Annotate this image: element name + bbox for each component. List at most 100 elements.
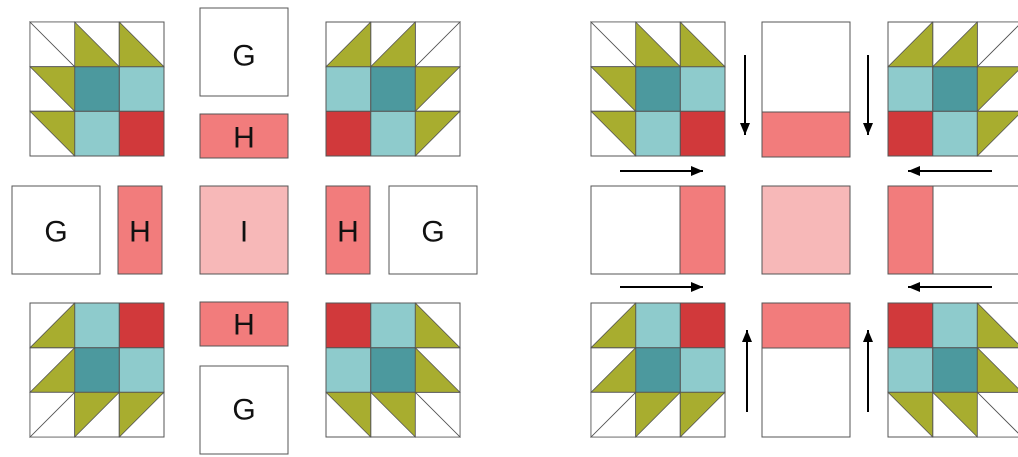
- unit-bottom-g: [761, 347, 851, 438]
- block-red: [679, 110, 726, 157]
- hst-olive: [414, 110, 461, 157]
- unit-right-g: [932, 185, 1018, 275]
- block-center: [370, 347, 416, 393]
- hst-white: [976, 391, 1018, 438]
- block-red: [118, 302, 165, 349]
- block-center: [74, 66, 120, 112]
- hst-olive: [74, 391, 121, 438]
- hst-olive: [29, 66, 76, 113]
- unit-top-g: [761, 21, 851, 113]
- block-red: [325, 110, 372, 157]
- hst-olive: [635, 391, 682, 438]
- arrow-head: [863, 123, 873, 135]
- hst-olive: [414, 346, 461, 393]
- hst-white: [29, 21, 76, 68]
- label-g-bottom: G: [232, 394, 255, 427]
- block-teal: [370, 302, 416, 349]
- hst-olive: [590, 302, 637, 349]
- block-teal: [635, 302, 681, 349]
- hst-olive: [976, 302, 1018, 349]
- press-arrow-down-right: [863, 55, 873, 135]
- block-teal: [118, 347, 165, 393]
- quilt-block-bottom-left: [29, 302, 165, 438]
- block-teal: [325, 66, 372, 112]
- label-h-top: H: [233, 122, 255, 155]
- arrow-head: [691, 166, 703, 176]
- block-teal: [74, 302, 120, 349]
- hst-olive: [590, 110, 637, 157]
- press-arrow-left-top: [908, 166, 992, 176]
- block-red: [325, 302, 372, 349]
- press-arrow-right-bottom: [620, 282, 703, 292]
- piece-g-top: [199, 7, 289, 97]
- arrow-head: [863, 330, 873, 342]
- unit-center-i: [761, 185, 851, 275]
- press-arrow-up-left: [742, 330, 752, 412]
- block-red: [887, 302, 934, 349]
- arrow-head: [740, 123, 750, 135]
- piece-h-top: [199, 113, 289, 159]
- quilt-block-top-right: [325, 21, 461, 157]
- piece-g-right: [388, 185, 478, 275]
- hst-olive: [29, 110, 76, 157]
- block-center: [370, 66, 416, 112]
- arrow-head: [742, 330, 752, 342]
- hst-olive: [29, 302, 76, 349]
- block-teal: [118, 66, 165, 112]
- block-teal: [887, 66, 934, 112]
- piece-h-right: [325, 185, 371, 275]
- press-arrow-down-left: [740, 55, 750, 135]
- press-arrow-left-bottom: [908, 282, 992, 292]
- hst-white: [590, 391, 637, 438]
- label-h-right: H: [337, 216, 359, 249]
- hst-olive: [976, 110, 1018, 157]
- block-red: [118, 110, 165, 157]
- piece-g-left: [11, 185, 101, 275]
- unit-right-h: [887, 185, 934, 275]
- block-red: [887, 110, 934, 157]
- hst-olive: [414, 302, 461, 349]
- hst-olive: [931, 21, 978, 68]
- label-g-right: G: [421, 216, 444, 249]
- arrow-head: [908, 166, 920, 176]
- hst-olive: [887, 21, 934, 68]
- hst-olive: [590, 66, 637, 113]
- unit-bottom-h: [761, 302, 851, 349]
- quilt-block-top-left: [29, 21, 165, 157]
- label-h-left: H: [129, 216, 151, 249]
- block-teal: [679, 66, 726, 112]
- block-center: [635, 347, 681, 393]
- hst-olive: [118, 21, 165, 68]
- unit-left-h: [679, 185, 726, 275]
- block-center: [932, 347, 978, 393]
- hst-olive: [679, 21, 726, 68]
- block-teal: [325, 347, 372, 393]
- label-h-bottom: H: [233, 309, 255, 342]
- piece-h-left: [117, 185, 163, 275]
- block-teal: [679, 347, 726, 393]
- piece-g-bottom: [199, 365, 289, 455]
- block-teal: [74, 110, 120, 157]
- hst-white: [976, 21, 1018, 68]
- hst-olive: [976, 346, 1018, 393]
- hst-white: [29, 391, 76, 438]
- assembly-diagram: [590, 21, 1018, 438]
- unit-left-g: [590, 185, 681, 275]
- hst-olive: [679, 391, 726, 438]
- piece-h-bottom: [199, 301, 289, 347]
- block-center: [635, 66, 681, 112]
- hst-white: [414, 21, 461, 68]
- assembled-block-top-left: [590, 21, 726, 157]
- block-teal: [370, 110, 416, 157]
- piece-i-center: [199, 185, 289, 275]
- block-center: [74, 347, 120, 393]
- hst-white: [414, 391, 461, 438]
- block-teal: [932, 110, 978, 157]
- hst-olive: [325, 391, 372, 438]
- block-teal: [635, 110, 681, 157]
- label-g-top: G: [232, 40, 255, 73]
- hst-white: [590, 21, 637, 68]
- label-g-left: G: [44, 216, 67, 249]
